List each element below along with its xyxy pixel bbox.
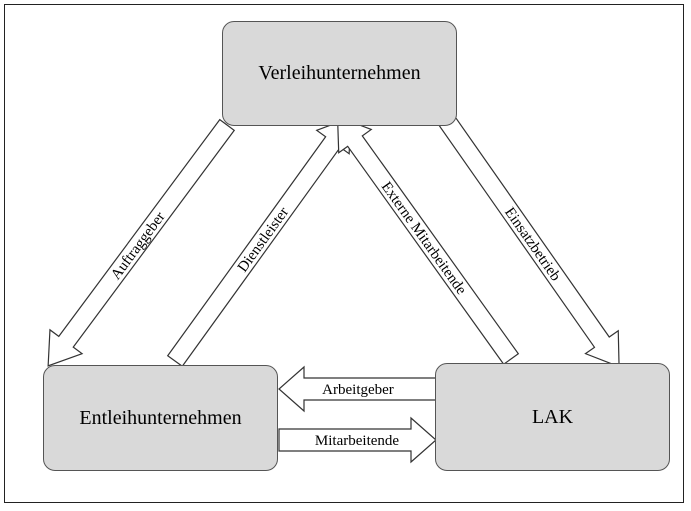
node-entleihunternehmen: Entleihunternehmen [43,365,278,471]
arrow-externe-mitarbeitende: Externe Mitarbeitende [336,115,520,366]
label-externe-mitarbeitende: Externe Mitarbeitende [378,179,470,298]
arrow-dienstleister: Dienstleister [166,116,352,368]
arrow-arbeitgeber: Arbeitgeber [278,365,437,413]
label-dienstleister: Dienstleister [235,204,292,275]
node-lak-label: LAK [531,405,574,428]
node-lak: LAK [435,363,670,471]
label-mitarbeitende: Mitarbeitende [315,433,399,449]
arrow-mitarbeitende: Mitarbeitende [278,416,437,464]
node-verleihunternehmen: Verleihunternehmen [222,21,457,126]
label-arbeitgeber: Arbeitgeber [322,382,394,398]
label-auftraggeber: Auftraggeber [108,209,169,283]
label-einsatzbetrieb: Einsatzbetrieb [501,205,563,284]
node-entleihunternehmen-label: Entleihunternehmen [79,406,242,429]
arrow-einsatzbetrieb: Einsatzbetrieb [438,115,620,368]
arrow-auftraggeber: Auftraggeber [47,118,236,367]
node-verleihunternehmen-label: Verleihunternehmen [258,62,421,84]
